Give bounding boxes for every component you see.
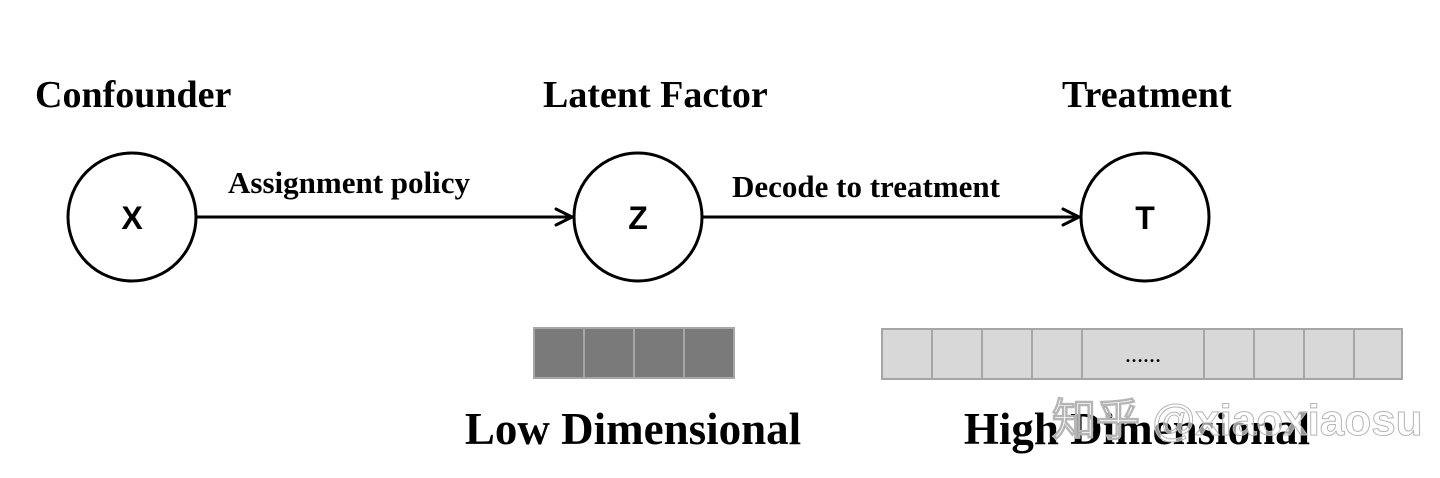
low-dimensional-vector [533, 327, 735, 379]
vector-cell [881, 328, 933, 380]
edge-label-assignment: Assignment policy [228, 165, 470, 200]
vector-cell [1203, 328, 1255, 380]
heading-confounder: Confounder [35, 74, 231, 116]
node-t-circle [1079, 151, 1211, 283]
node-t-label: T [1135, 200, 1155, 236]
vector-cell [931, 328, 983, 380]
vector-cell [981, 328, 1033, 380]
node-z-circle [572, 151, 704, 283]
vector-cell [1031, 328, 1083, 380]
vector-cell [683, 327, 735, 379]
node-t: T [1079, 151, 1211, 283]
vector-ellipsis: …… [1125, 346, 1161, 366]
heading-latent-factor: Latent Factor [543, 74, 768, 116]
node-z: Z [572, 151, 704, 283]
vector-cell [583, 327, 635, 379]
label-low-dimensional: Low Dimensional [465, 404, 801, 454]
node-x-circle [66, 151, 198, 283]
node-x: X [66, 151, 198, 283]
watermark: 知乎 @xiaoxiaosu [1052, 396, 1423, 445]
vector-cell [1253, 328, 1305, 380]
vector-cell [533, 327, 585, 379]
edge-label-decode: Decode to treatment [732, 169, 1001, 204]
vector-cell [1303, 328, 1355, 380]
heading-treatment: Treatment [1062, 74, 1232, 116]
vector-cell [633, 327, 685, 379]
node-x-label: X [121, 200, 143, 236]
vector-cell-wide [1081, 328, 1205, 380]
label-high-dimensional: High Dimensional [964, 404, 1310, 454]
node-z-label: Z [628, 200, 648, 236]
vector-cell [1353, 328, 1403, 380]
high-dimensional-vector: …… [881, 328, 1403, 380]
